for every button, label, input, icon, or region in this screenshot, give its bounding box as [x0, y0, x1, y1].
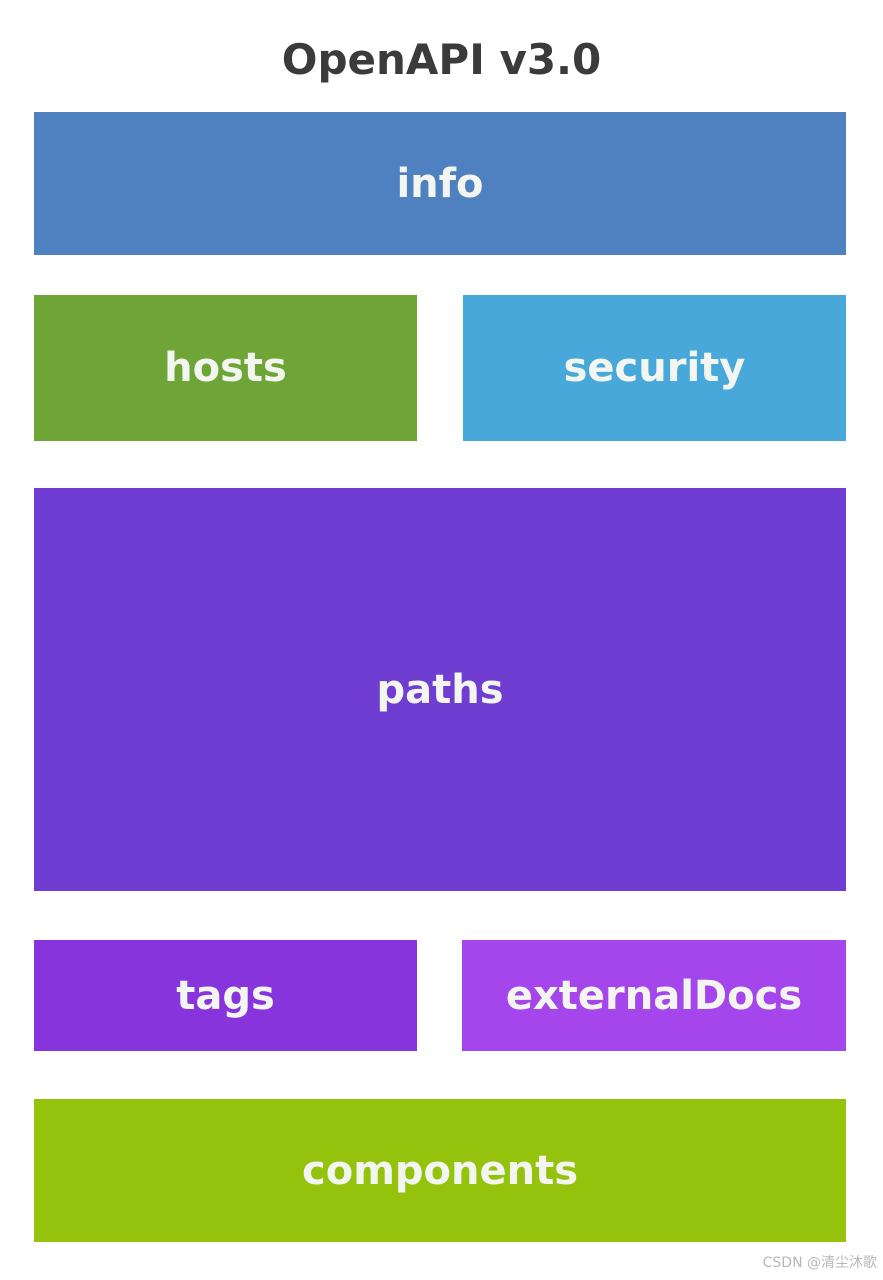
- paths-label: paths: [376, 666, 504, 713]
- components-block: components: [34, 1099, 846, 1242]
- hosts-label: hosts: [164, 345, 287, 391]
- watermark: CSDN @清尘沐歌: [762, 1255, 877, 1271]
- security-label: security: [563, 345, 746, 391]
- tags-block: tags: [34, 940, 417, 1051]
- security-block: security: [463, 295, 846, 441]
- components-label: components: [302, 1147, 578, 1194]
- paths-block: paths: [34, 488, 846, 891]
- externaldocs-label: externalDocs: [505, 972, 803, 1019]
- info-block: info: [34, 112, 846, 255]
- tags-label: tags: [176, 972, 275, 1019]
- hosts-block: hosts: [34, 295, 417, 441]
- info-label: info: [396, 160, 484, 207]
- diagram-title: OpenAPI v3.0: [281, 35, 602, 84]
- externaldocs-block: externalDocs: [462, 940, 846, 1051]
